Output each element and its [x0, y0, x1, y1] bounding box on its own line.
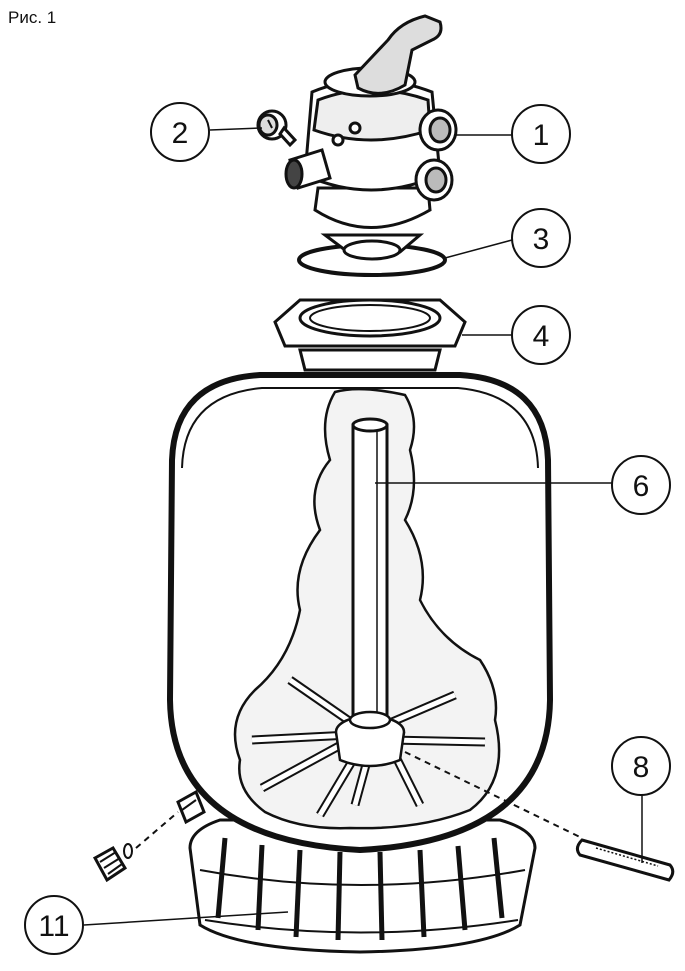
- callout-8: 8: [611, 736, 671, 796]
- figure-title: Рис. 1: [8, 8, 57, 27]
- callout-2: 2: [150, 102, 210, 162]
- svg-text:4: 4: [533, 320, 550, 353]
- pressure-gauge: [256, 109, 298, 148]
- svg-text:6: 6: [633, 470, 650, 503]
- drain-cap: [92, 843, 133, 883]
- multiport-valve: [284, 14, 458, 261]
- leader-lines: [83, 127, 643, 926]
- tank-base: [188, 818, 537, 954]
- svg-text:1: 1: [533, 119, 550, 152]
- clamp-ring: [273, 298, 467, 372]
- callout-11: 11: [24, 895, 84, 955]
- callout-1: 1: [511, 104, 571, 164]
- svg-text:3: 3: [533, 223, 550, 256]
- callout-3: 3: [511, 208, 571, 268]
- svg-text:11: 11: [38, 910, 69, 943]
- svg-text:2: 2: [172, 117, 189, 150]
- svg-text:8: 8: [633, 751, 650, 784]
- callout-6: 6: [611, 455, 671, 515]
- spare-lateral: [575, 838, 675, 882]
- laterals: [251, 676, 486, 818]
- center-pipe: [351, 417, 389, 717]
- callout-4: 4: [511, 305, 571, 365]
- drain-port: [176, 789, 206, 825]
